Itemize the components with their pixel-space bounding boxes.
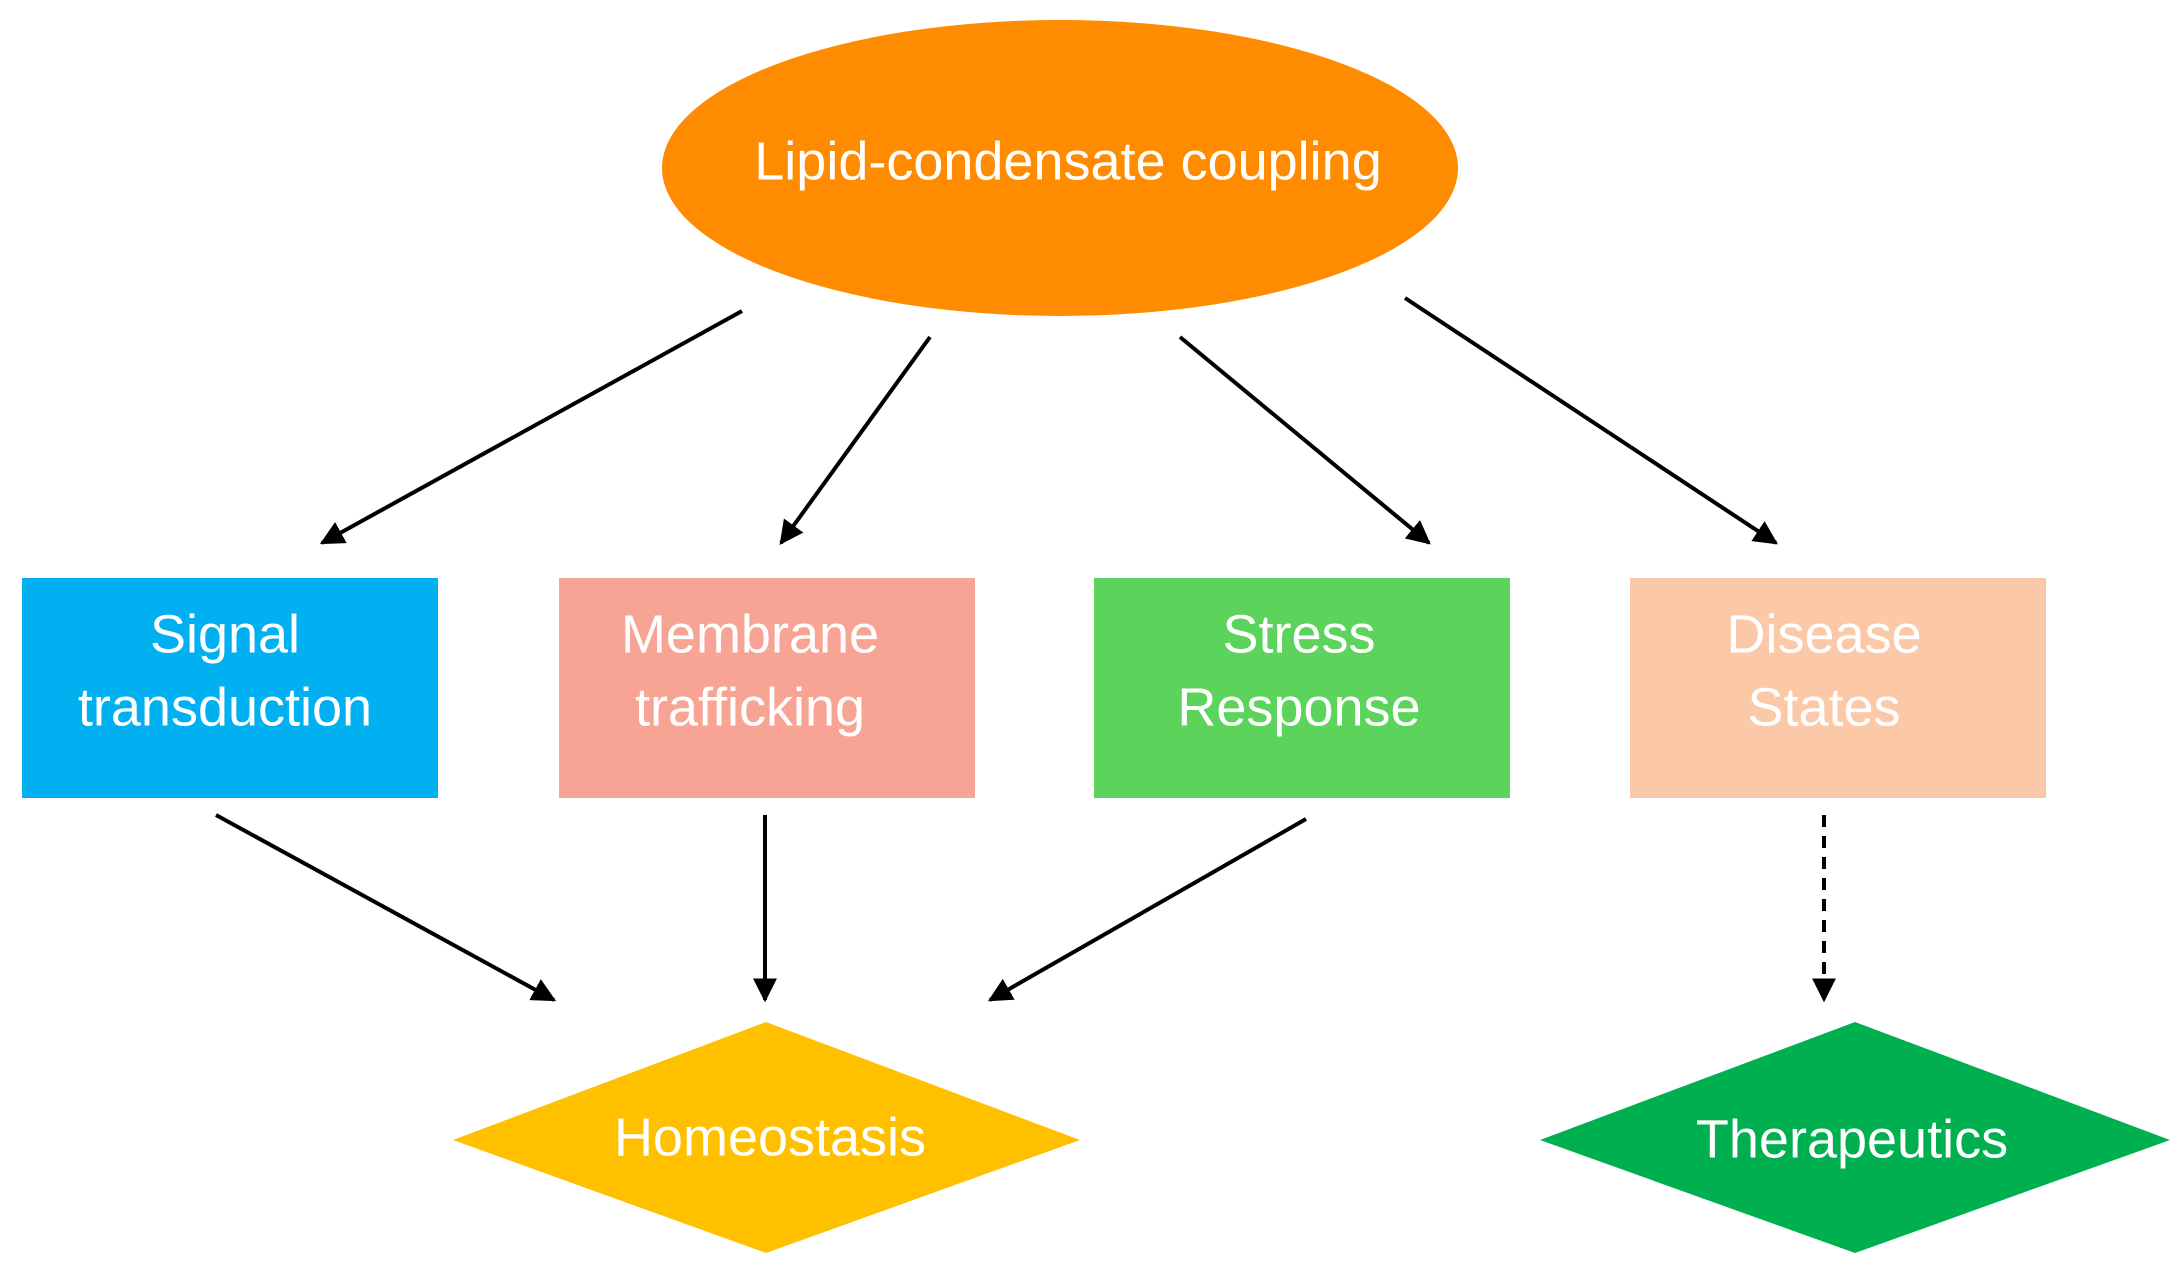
edge-stress-to-homeostasis: [987, 817, 1307, 1002]
box-stress-response-line1: Stress: [1222, 604, 1375, 664]
root-label: Lipid-condensate coupling: [754, 131, 1381, 191]
outcome-homeostasis-diamond: [453, 1022, 1080, 1253]
box-membrane-trafficking-rect: [559, 578, 975, 798]
edge-root-to-membrane: [779, 335, 932, 545]
box-signal-transduction-line2: transduction: [78, 677, 372, 737]
box-signal-transduction: Signal transduction: [22, 578, 438, 798]
outcome-therapeutics-label: Therapeutics: [1696, 1109, 2008, 1169]
box-membrane-trafficking-line1: Membrane: [621, 604, 879, 664]
outcome-therapeutics: Therapeutics: [1540, 1022, 2170, 1253]
outcome-homeostasis-label: Homeostasis: [614, 1107, 926, 1167]
box-membrane-trafficking-line2: trafficking: [635, 677, 865, 737]
outcome-therapeutics-diamond: [1540, 1022, 2170, 1253]
edge-signal-to-homeostasis: [215, 813, 557, 1002]
root-ellipse: [662, 20, 1458, 316]
box-membrane-trafficking: Membrane trafficking: [559, 578, 975, 798]
edge-root-to-signal: [319, 309, 743, 545]
edge-root-to-stress: [1178, 335, 1431, 545]
box-stress-response-rect: [1094, 578, 1510, 798]
box-stress-response: Stress Response: [1094, 578, 1510, 798]
box-stress-response-line2: Response: [1177, 677, 1420, 737]
box-signal-transduction-line1: Signal: [150, 604, 300, 664]
box-disease-states-line1: Disease: [1726, 604, 1921, 664]
box-disease-states: Disease States: [1630, 578, 2046, 798]
outcome-homeostasis: Homeostasis: [453, 1022, 1080, 1253]
box-disease-states-rect: [1630, 578, 2046, 798]
root-node: Lipid-condensate coupling: [662, 20, 1458, 316]
box-disease-states-line2: States: [1747, 677, 1900, 737]
edge-root-to-disease: [1403, 296, 1779, 545]
box-signal-transduction-rect: [22, 578, 438, 798]
